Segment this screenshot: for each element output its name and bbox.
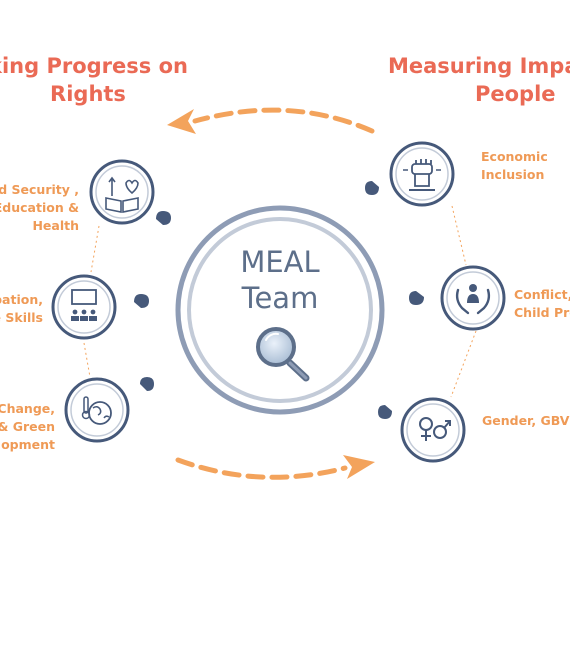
right-item-2-label: Conflict, Child Pro: [514, 286, 570, 322]
protecting-hands-icon: [440, 265, 506, 331]
left-title-line-2: Rights: [50, 82, 126, 106]
left-item-2-line-2: e Skills: [0, 310, 43, 325]
droplet-left-1: [156, 211, 171, 225]
droplet-right-3: [378, 405, 392, 419]
droplet-right-2: [409, 291, 424, 305]
food-education-health-icon: [89, 159, 155, 225]
meal-label-line-2: Team: [241, 281, 319, 315]
top-dashed-arrow: [167, 107, 375, 134]
left-item-2-line-1: pation,: [0, 292, 43, 307]
meal-label: MEAL Team: [200, 244, 360, 316]
gender-symbols-icon: [400, 397, 466, 463]
droplet-markers: [134, 181, 424, 419]
meal-label-line-1: MEAL: [240, 245, 320, 279]
right-item-1-line-1: Economic: [481, 149, 548, 164]
left-item-1-line-2: Education &: [0, 200, 79, 215]
right-item-3-label: Gender, GBV: [482, 412, 569, 430]
right-title-line-1: Measuring Impa: [388, 54, 570, 78]
bottom-dashed-arrow: [175, 455, 375, 480]
left-item-3-line-3: lopment: [0, 437, 55, 452]
climate-globe-icon: [64, 377, 130, 443]
left-item-1-line-3: Health: [32, 218, 79, 233]
left-item-2-label: pation, e Skills: [0, 291, 43, 327]
connector-lines: [83, 205, 477, 398]
left-item-3-label: Change, & Green lopment: [0, 400, 55, 454]
right-title-line-2: People: [475, 82, 556, 106]
droplet-left-2: [134, 294, 149, 308]
left-item-1-label: od Security , Education & Health: [0, 181, 79, 235]
left-item-1-line-1: od Security ,: [0, 182, 79, 197]
left-item-3-line-1: Change,: [0, 401, 55, 416]
left-title-line-1: king Progress on: [0, 54, 188, 78]
left-title: king Progress on Rights: [0, 52, 188, 108]
magnifying-glass-icon: [256, 327, 310, 382]
meal-center-circle: [175, 205, 385, 415]
left-item-3-line-2: & Green: [0, 419, 55, 434]
presentation-board-icon: [51, 274, 117, 340]
right-item-2-line-1: Conflict,: [514, 287, 570, 302]
right-item-3-line-1: Gender, GBV: [482, 413, 570, 428]
raised-fist-icon: [389, 141, 455, 207]
right-item-2-line-2: Child Pro: [514, 305, 570, 320]
droplet-left-3: [140, 377, 154, 391]
right-title: Measuring Impa People: [388, 52, 570, 108]
droplet-right-1: [365, 181, 379, 195]
right-item-1-label: Economic Inclusion: [481, 148, 548, 184]
right-item-1-line-2: Inclusion: [481, 167, 545, 182]
